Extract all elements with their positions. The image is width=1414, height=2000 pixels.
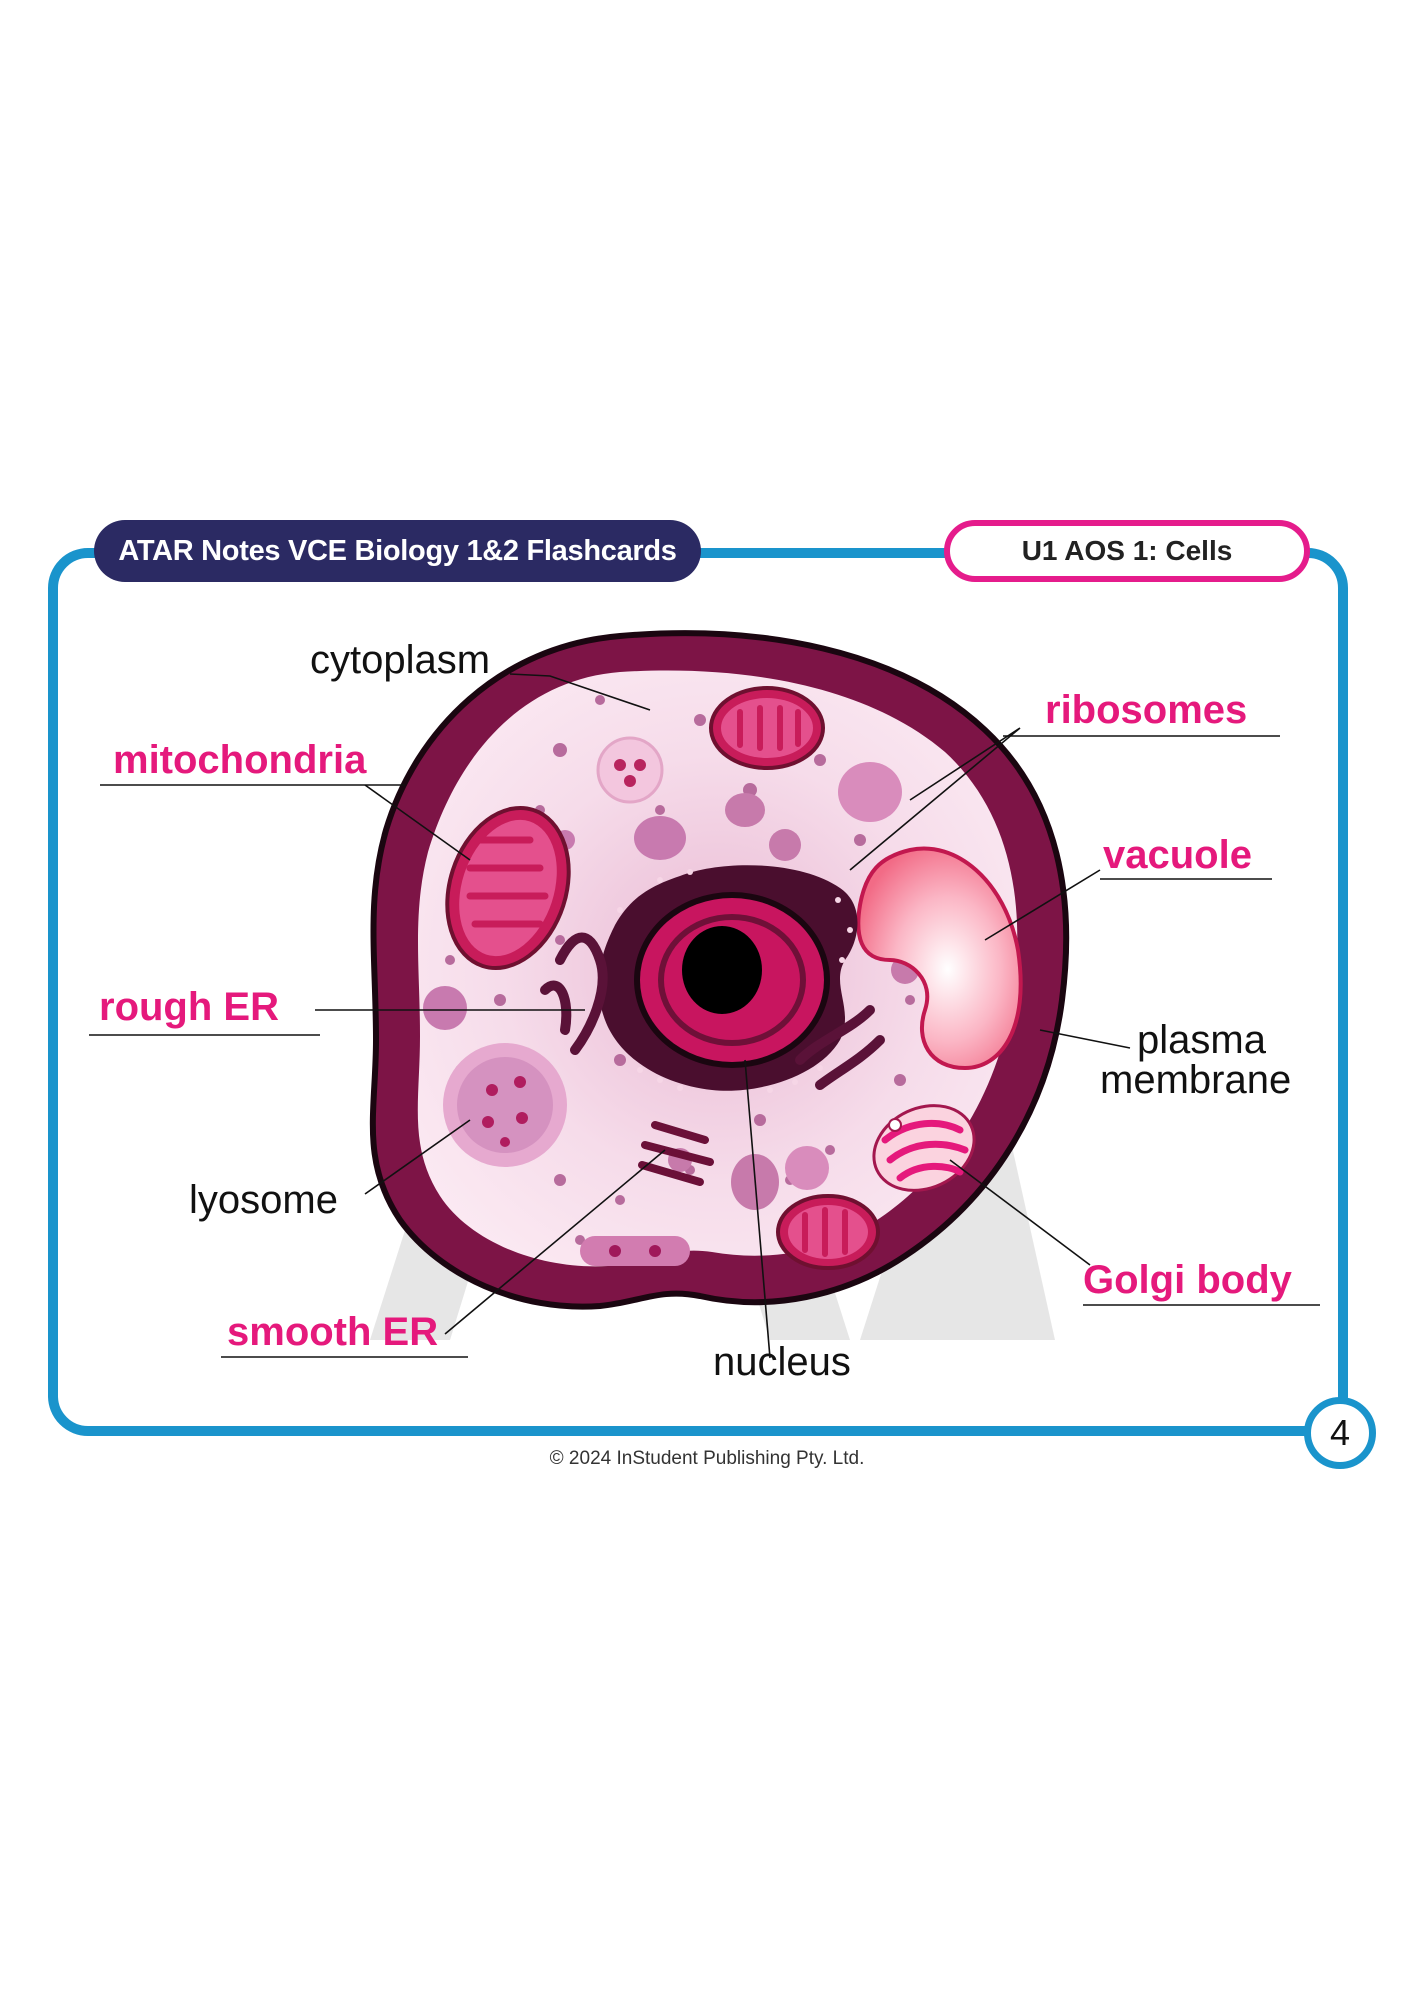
label-cytoplasm: cytoplasm — [310, 638, 490, 682]
label-vacuole: vacuole — [1103, 833, 1252, 877]
label-mitochondria: mitochondria — [113, 738, 367, 782]
mitochondrion-left — [445, 805, 571, 971]
label-rough-er: rough ER — [99, 985, 279, 1029]
smooth-er-shape — [638, 1121, 714, 1186]
label-plasma-membrane-line1: plasma — [1137, 1018, 1267, 1062]
vesicle-bottom — [580, 1236, 690, 1266]
leader-lines — [89, 673, 1320, 1359]
mitochondrion-top — [709, 686, 825, 770]
label-nucleus: nucleus — [713, 1340, 851, 1384]
lysosome-shape — [443, 1043, 567, 1167]
copyright-footer: © 2024 InStudent Publishing Pty. Ltd. — [549, 1448, 865, 1469]
label-smooth-er: smooth ER — [227, 1310, 438, 1354]
er-cisternae — [540, 932, 885, 1090]
mitochondrion-bottom — [776, 1194, 880, 1270]
golgi-body-shape — [872, 1104, 976, 1192]
flashcard-title: ATAR Notes VCE Biology 1&2 Flashcards — [94, 520, 701, 582]
label-ribosomes: ribosomes — [1045, 688, 1247, 732]
nucleus-shape — [634, 892, 830, 1068]
rough-er-ribosomes — [617, 869, 853, 1093]
label-golgi-body: Golgi body — [1083, 1258, 1293, 1302]
label-lyosome: lyosome — [189, 1178, 338, 1222]
topic-badge: U1 AOS 1: Cells — [944, 520, 1310, 582]
label-plasma-membrane-line2: membrane — [1100, 1058, 1291, 1102]
page-number: 4 — [1304, 1397, 1376, 1469]
